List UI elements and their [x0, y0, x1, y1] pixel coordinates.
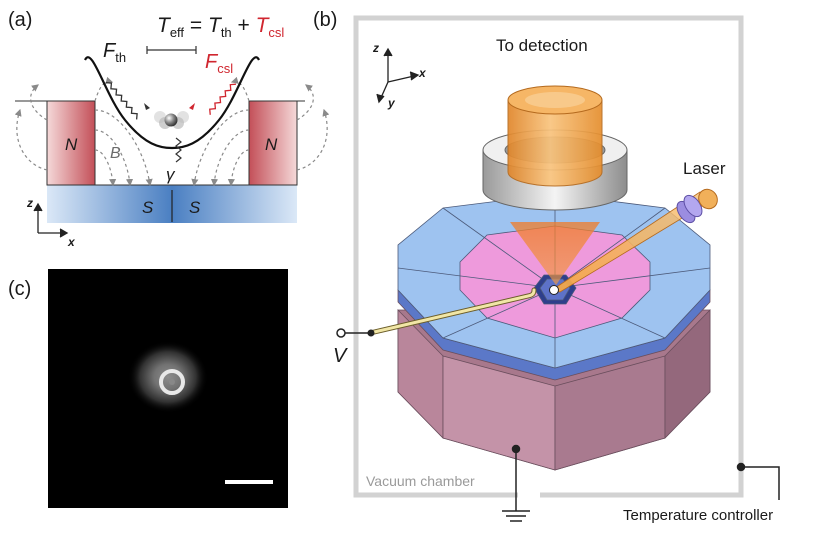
- field-label: B: [110, 145, 121, 162]
- superconductor-left-label: S: [142, 198, 154, 217]
- particle-glow: [128, 341, 208, 413]
- axis-b-z: z: [372, 41, 379, 55]
- magnet-left: [46, 100, 96, 186]
- axes-b: [376, 47, 420, 104]
- electrode-wire: [336, 287, 537, 338]
- force-th-label: Fth: [103, 40, 126, 65]
- temperature-controller-label: Temperature controller: [623, 507, 773, 524]
- vacuum-chamber: [353, 15, 744, 498]
- particle-image: [159, 369, 185, 395]
- damping-wave: [175, 137, 182, 163]
- force-th-wave: [105, 81, 138, 120]
- vacuum-chamber-label: Vacuum chamber: [366, 473, 475, 489]
- axis-b-y: y: [387, 96, 396, 110]
- ground-symbol: [502, 444, 530, 522]
- potential-well: [84, 56, 260, 150]
- detection-optics: [482, 85, 628, 211]
- magnet-right: [248, 100, 298, 186]
- laser-optics: [676, 188, 718, 224]
- panel-c: (c): [8, 269, 288, 508]
- gamma-label: γ: [166, 165, 176, 184]
- magnet-right-label: N: [265, 135, 278, 154]
- panel-a: (a) Teff = Tth + Tcsl N N S S: [8, 9, 330, 249]
- axes-a: [33, 202, 69, 238]
- to-detection-label: To detection: [496, 36, 588, 55]
- axis-a-z: z: [26, 196, 33, 210]
- voltage-label: V: [333, 345, 348, 367]
- magnet-left-label: N: [65, 135, 78, 154]
- trapped-particle: [549, 285, 559, 295]
- laser-label: Laser: [683, 159, 726, 178]
- field-lines: [14, 76, 330, 187]
- particle-center: [169, 379, 175, 385]
- particle: [154, 111, 189, 129]
- axis-b-x: x: [418, 66, 427, 80]
- force-csl-wave: [209, 83, 237, 115]
- width-marker: [146, 46, 197, 54]
- axis-a-x: x: [67, 235, 76, 249]
- panel-b-label: (b): [313, 9, 337, 31]
- panel-b: (b) Vacuum chamber To detection z x y: [313, 9, 780, 524]
- octagon-base: [397, 288, 711, 471]
- force-csl-label: Fcsl: [205, 51, 233, 76]
- temperature-controller-wire: [736, 462, 780, 500]
- equation: Teff = Tth + Tcsl: [157, 14, 284, 40]
- panel-a-label: (a): [8, 9, 32, 31]
- panel-c-label: (c): [8, 278, 31, 300]
- superconductor-right-label: S: [189, 198, 201, 217]
- fluorescence-cone: [510, 222, 600, 285]
